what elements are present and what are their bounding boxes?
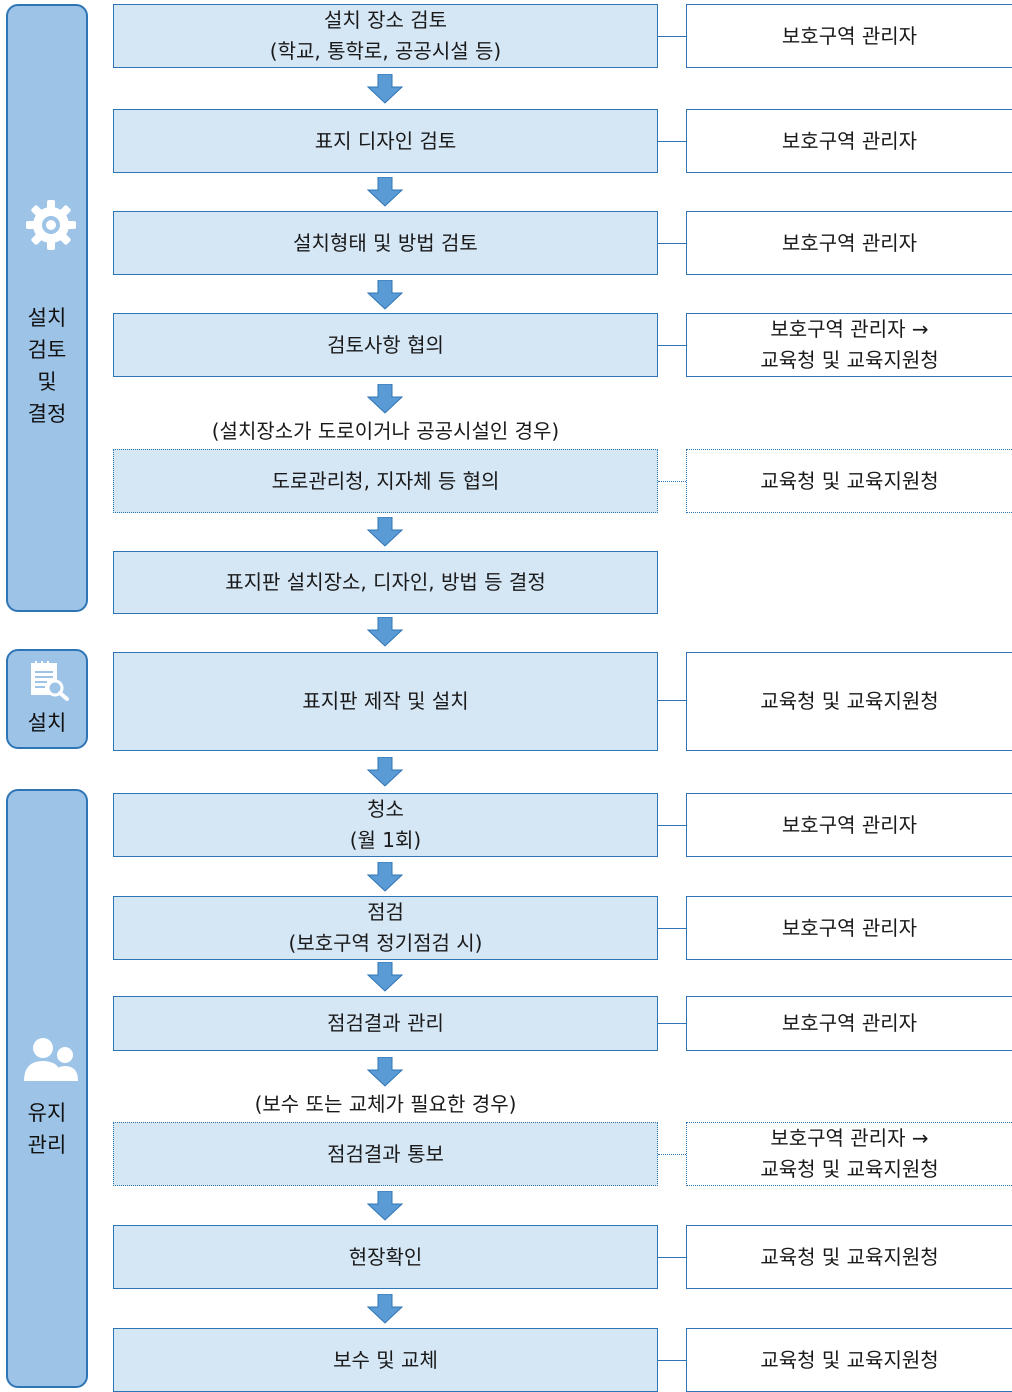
connector-line [658, 825, 686, 826]
connector-line [658, 1360, 686, 1361]
actor-box: 교육청 및 교육지원청 [686, 652, 1012, 751]
connector-line [658, 1023, 686, 1024]
down-arrow-icon [367, 74, 403, 104]
down-arrow-icon [367, 280, 403, 310]
down-arrow-icon [367, 1191, 403, 1221]
flow-step: 점검 (보호구역 정기점검 시) [113, 896, 658, 960]
phase-review: 설치 검토 및 결정 [6, 4, 88, 612]
actor-box: 보호구역 관리자 [686, 996, 1012, 1051]
down-arrow-icon [367, 517, 403, 547]
actor-box: 교육청 및 교육지원청 [686, 1328, 1012, 1392]
connector-line [658, 36, 686, 37]
down-arrow-icon [367, 177, 403, 207]
gear-icon [26, 200, 76, 250]
flow-step: 도로관리청, 지자체 등 협의 [113, 449, 658, 513]
flow-step: 표지 디자인 검토 [113, 109, 658, 173]
connector-line [658, 1154, 686, 1155]
phase-review-label: 설치 검토 및 결정 [27, 306, 67, 426]
actor-box: 교육청 및 교육지원청 [686, 1225, 1012, 1289]
flow-step: 검토사항 협의 [113, 313, 658, 377]
actor-box: 보호구역 관리자 [686, 896, 1012, 960]
flow-step: 표지판 설치장소, 디자인, 방법 등 결정 [113, 551, 658, 614]
people-icon [24, 1038, 78, 1081]
conditional-note: (설치장소가 도로이거나 공공시설인 경우) [211, 419, 560, 443]
connector-line [658, 141, 686, 142]
down-arrow-icon [367, 1057, 403, 1087]
down-arrow-icon [367, 384, 403, 414]
flow-step: 설치 장소 검토 (학교, 통학로, 공공시설 등) [113, 4, 658, 68]
down-arrow-icon [367, 617, 403, 647]
connector-line [658, 700, 686, 701]
document-search-icon [31, 661, 69, 701]
actor-box: 보호구역 관리자 [686, 793, 1012, 857]
phase-install: 설치 [6, 649, 88, 749]
phase-maintain-label: 유지 관리 [27, 1101, 67, 1157]
down-arrow-icon [367, 757, 403, 787]
phase-install-label: 설치 [27, 711, 67, 735]
actor-box: 교육청 및 교육지원청 [686, 449, 1012, 513]
flow-step: 점검결과 관리 [113, 996, 658, 1051]
down-arrow-icon [367, 1294, 403, 1324]
actor-box: 보호구역 관리자 [686, 109, 1012, 173]
connector-line [658, 481, 686, 482]
actor-box: 보호구역 관리자 → 교육청 및 교육지원청 [686, 1122, 1012, 1186]
actor-box: 보호구역 관리자 [686, 211, 1012, 275]
flow-step: 점검결과 통보 [113, 1122, 658, 1186]
flow-step: 현장확인 [113, 1225, 658, 1289]
connector-line [658, 243, 686, 244]
actor-box: 보호구역 관리자 [686, 4, 1012, 68]
flow-step: 청소 (월 1회) [113, 793, 658, 857]
flow-step: 설치형태 및 방법 검토 [113, 211, 658, 275]
connector-line [658, 345, 686, 346]
actor-box: 보호구역 관리자 → 교육청 및 교육지원청 [686, 313, 1012, 377]
conditional-note: (보수 또는 교체가 필요한 경우) [254, 1092, 517, 1116]
down-arrow-icon [367, 962, 403, 992]
phase-maintain: 유지 관리 [6, 789, 88, 1388]
down-arrow-icon [367, 862, 403, 892]
flow-step: 보수 및 교체 [113, 1328, 658, 1392]
flow-step: 표지판 제작 및 설치 [113, 652, 658, 751]
connector-line [658, 928, 686, 929]
connector-line [658, 1257, 686, 1258]
